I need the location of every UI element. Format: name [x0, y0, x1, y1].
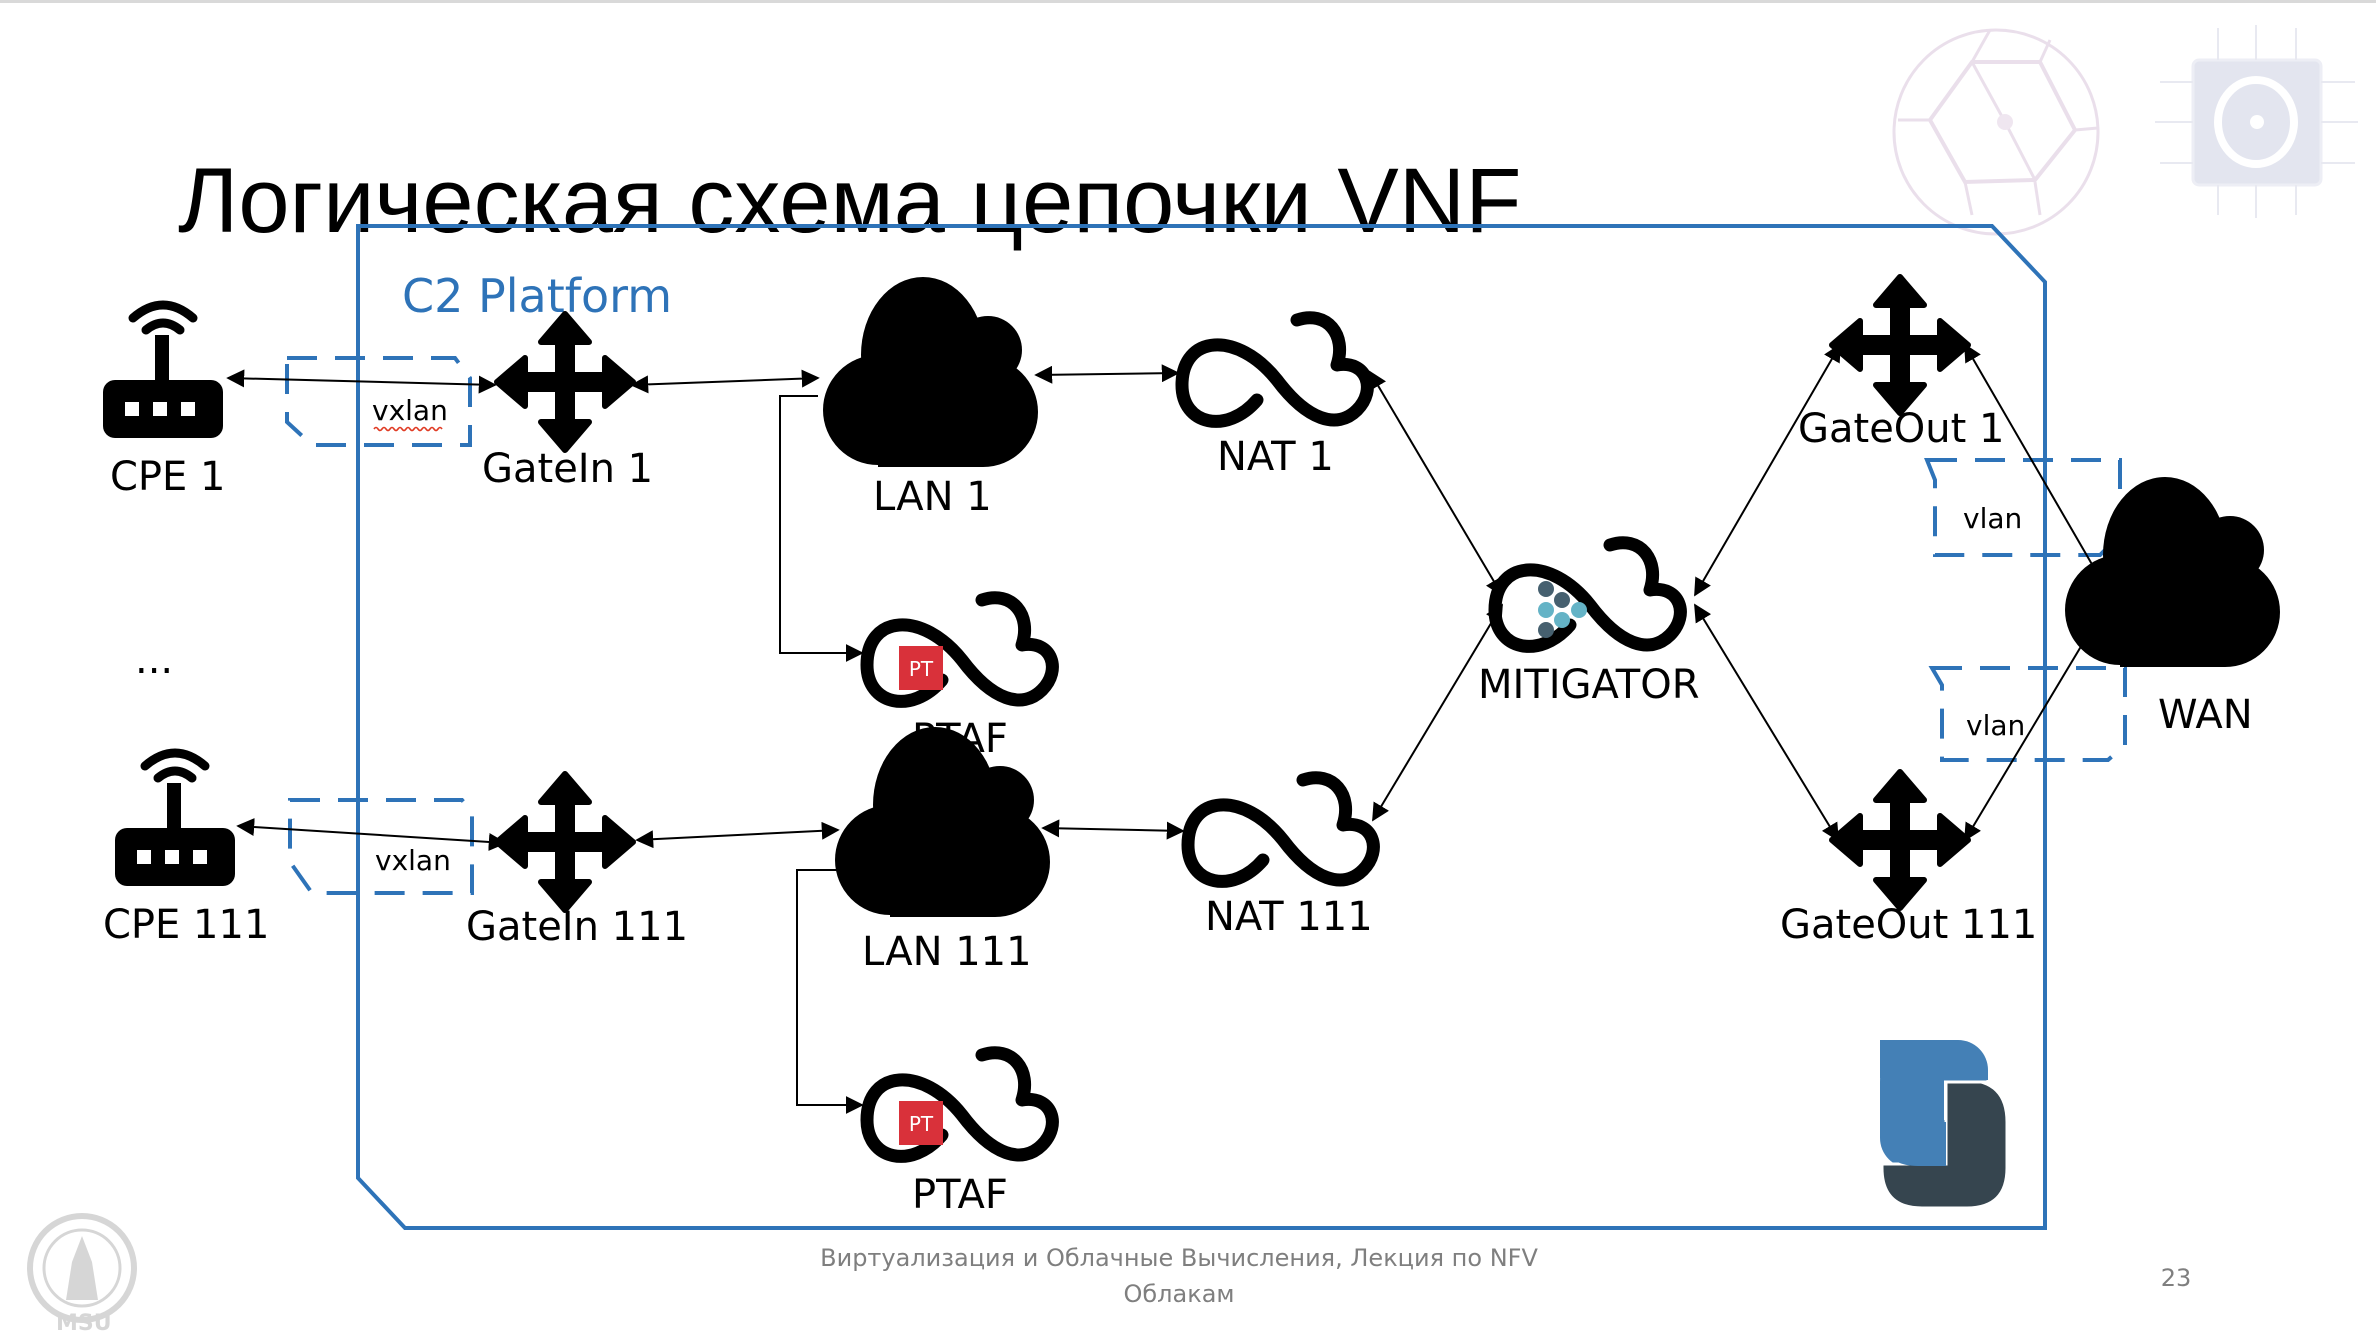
move-arrows-icon [1832, 277, 1968, 413]
link-gatein111-lan111 [635, 821, 840, 849]
node-label: PTAF [912, 1172, 1008, 1218]
link-cpe1-gatein1 [226, 369, 497, 394]
node-label: GateIn 1 [482, 446, 653, 492]
msu-watermark-icon: MSU [27, 1213, 137, 1336]
slide-title: Логическая схема цепочки VNF [178, 150, 1521, 252]
link-nat111-mitigator [1372, 603, 1503, 822]
vlan-label-top: vlan [1963, 502, 2022, 535]
vxlan-tunnel-top [285, 356, 472, 447]
node-label: CPE 1 [110, 454, 226, 500]
cloud-icon [835, 727, 1050, 917]
node-label: NAT 111 [1205, 894, 1373, 940]
router-icon [103, 305, 223, 438]
cloud-icon [2065, 477, 2280, 667]
node-lan111[interactable]: LAN 111 [835, 727, 1050, 975]
link-gatein1-lan1 [630, 369, 820, 394]
vxlan-tunnel-bottom [288, 798, 474, 895]
node-label: LAN 111 [862, 929, 1032, 975]
infinity-cloud-icon [867, 1053, 1052, 1157]
footer-line-2: Облакам [1123, 1280, 1234, 1308]
node-label: CPE 111 [103, 902, 269, 948]
ptaf-badge-icon [899, 1101, 943, 1145]
node-gateout111[interactable]: GateOut 111 [1780, 772, 2037, 948]
node-gatein1[interactable]: GateIn 1 [482, 314, 653, 492]
ellipsis: ... [135, 637, 173, 683]
msu-label: MSU [56, 1311, 112, 1336]
move-arrows-icon [497, 774, 633, 910]
link-cpe111-gatein111 [236, 818, 507, 851]
vlan-tunnel-bottom [1928, 666, 2127, 762]
vlan-label-bottom: vlan [1966, 709, 2025, 742]
vxlan-label-bottom: vxlan [375, 844, 451, 877]
node-gateout1[interactable]: GateOut 1 [1798, 277, 2004, 452]
link-lan1-nat1 [1034, 364, 1180, 384]
link-nat1-mitigator [1369, 370, 1503, 597]
node-label: NAT 1 [1217, 434, 1334, 480]
platform-boundary [356, 224, 2047, 1230]
node-cpe1[interactable]: CPE 1 [103, 305, 226, 500]
move-arrows-icon [497, 314, 633, 450]
node-label: LAN 1 [873, 474, 992, 520]
footer-line-1: Виртуализация и Облачные Вычисления, Лек… [820, 1244, 1538, 1272]
chip-logo-icon [2155, 25, 2358, 218]
infinity-cloud-icon [867, 598, 1052, 702]
link-lan1-ptaf [779, 395, 864, 662]
spellcheck-squiggle [373, 426, 443, 432]
platform-label: C2 Platform [402, 269, 672, 323]
node-label: MITIGATOR [1478, 662, 1700, 708]
node-mitigator[interactable]: MITIGATOR [1478, 543, 1700, 708]
link-mitigator-gateout1 [1694, 343, 1841, 597]
node-nat111[interactable]: NAT 111 [1188, 778, 1373, 940]
node-ptaf-111[interactable]: PT PTAF [867, 1053, 1052, 1218]
node-wan[interactable]: WAN [2065, 477, 2280, 738]
router-icon [115, 753, 235, 886]
node-label: GateIn 111 [466, 904, 688, 950]
mitigator-icon [1495, 543, 1680, 647]
vlan-tunnel-top [1924, 458, 2122, 557]
platform-logo-icon [1878, 1040, 2009, 1210]
node-gatein111[interactable]: GateIn 111 [466, 774, 688, 950]
slide-top-border [0, 0, 2376, 3]
connections [226, 343, 2111, 1114]
link-lan111-ptaf [796, 869, 864, 1114]
page-number: 23 [2161, 1264, 2192, 1292]
ptaf-badge-text: PT [909, 657, 934, 681]
node-label: WAN [2158, 692, 2253, 738]
link-gateout1-wan [1964, 343, 2109, 594]
link-mitigator-gateout111 [1694, 603, 1839, 842]
move-arrows-icon [1832, 772, 1968, 908]
vxlan-label-top: vxlan [372, 394, 448, 427]
ptaf-badge-text: PT [909, 1112, 934, 1136]
node-label: GateOut 111 [1780, 902, 2037, 948]
cloud-icon [823, 277, 1038, 467]
polyhedron-logo-icon [1892, 28, 2100, 236]
ptaf-badge-icon [899, 646, 943, 690]
infinity-cloud-icon [1188, 778, 1373, 882]
node-nat1[interactable]: NAT 1 [1182, 318, 1367, 480]
node-label: GateOut 1 [1798, 406, 2004, 452]
infinity-cloud-icon [1182, 318, 1367, 422]
node-cpe111[interactable]: CPE 111 [103, 753, 269, 948]
link-lan111-nat111 [1041, 819, 1185, 840]
node-lan1[interactable]: LAN 1 [823, 277, 1038, 520]
